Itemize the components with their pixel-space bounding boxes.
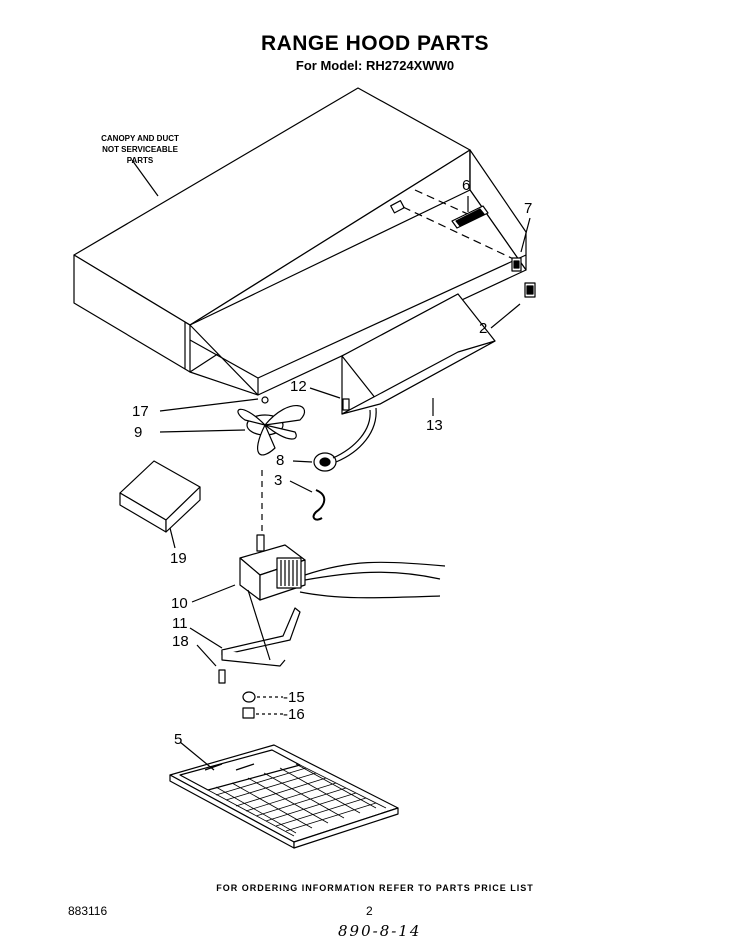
callout-18: 18 xyxy=(172,633,189,650)
part-3-clip xyxy=(289,480,326,521)
callout-6: 6 xyxy=(462,177,471,194)
callout-12: 12 xyxy=(290,378,307,395)
canopy-note: CANOPY AND DUCT NOT SERVICEABLE PARTS xyxy=(80,133,200,166)
part-2-switch xyxy=(490,282,536,329)
model-subtitle: For Model: RH2724XWW0 xyxy=(295,58,455,73)
document-number: 883116 xyxy=(68,904,108,918)
canopy-note-line-3: PARTS xyxy=(126,156,154,165)
callout-13: 13 xyxy=(426,417,443,434)
part-6-nameplate xyxy=(451,196,489,229)
part-16-nut xyxy=(242,707,283,719)
handwritten-note: 890-8-14 xyxy=(338,922,422,940)
canopy-note-line-2: NOT SERVICEABLE xyxy=(102,145,178,154)
part-5-filter xyxy=(169,741,399,849)
callout-2: 2 xyxy=(479,320,488,337)
ordering-footer: FOR ORDERING INFORMATION REFER TO PARTS … xyxy=(216,883,534,893)
callout-7: 7 xyxy=(524,200,533,217)
part-11-bracket xyxy=(189,589,301,667)
part-12-screw xyxy=(309,387,350,411)
part-9-fan-blade xyxy=(159,396,306,456)
callout-9: 9 xyxy=(134,424,143,441)
callout-15: -15 xyxy=(283,689,305,706)
canopy-note-leader xyxy=(131,159,159,197)
callout-10: 10 xyxy=(171,595,188,612)
callout-19: 19 xyxy=(170,550,187,567)
callout-11: 11 xyxy=(172,615,188,632)
part-15-washer xyxy=(242,691,283,703)
part-18-screw xyxy=(196,644,226,684)
canopy-note-line-1: CANOPY AND DUCT xyxy=(101,134,179,143)
hood-canopy xyxy=(73,87,527,396)
callout-17: 17 xyxy=(132,403,149,420)
callout-3: 3 xyxy=(274,472,283,489)
part-13-light-shield xyxy=(341,293,496,416)
callout-5: 5 xyxy=(174,731,183,748)
page-title: RANGE HOOD PARTS xyxy=(260,32,490,55)
part-8-connector xyxy=(292,407,377,472)
callout-16: -16 xyxy=(283,706,305,723)
page-number: 2 xyxy=(366,904,373,918)
callout-8: 8 xyxy=(276,452,285,469)
part-19-cover xyxy=(119,460,201,549)
part-7-switch xyxy=(511,217,531,272)
part-10-motor xyxy=(191,534,446,603)
